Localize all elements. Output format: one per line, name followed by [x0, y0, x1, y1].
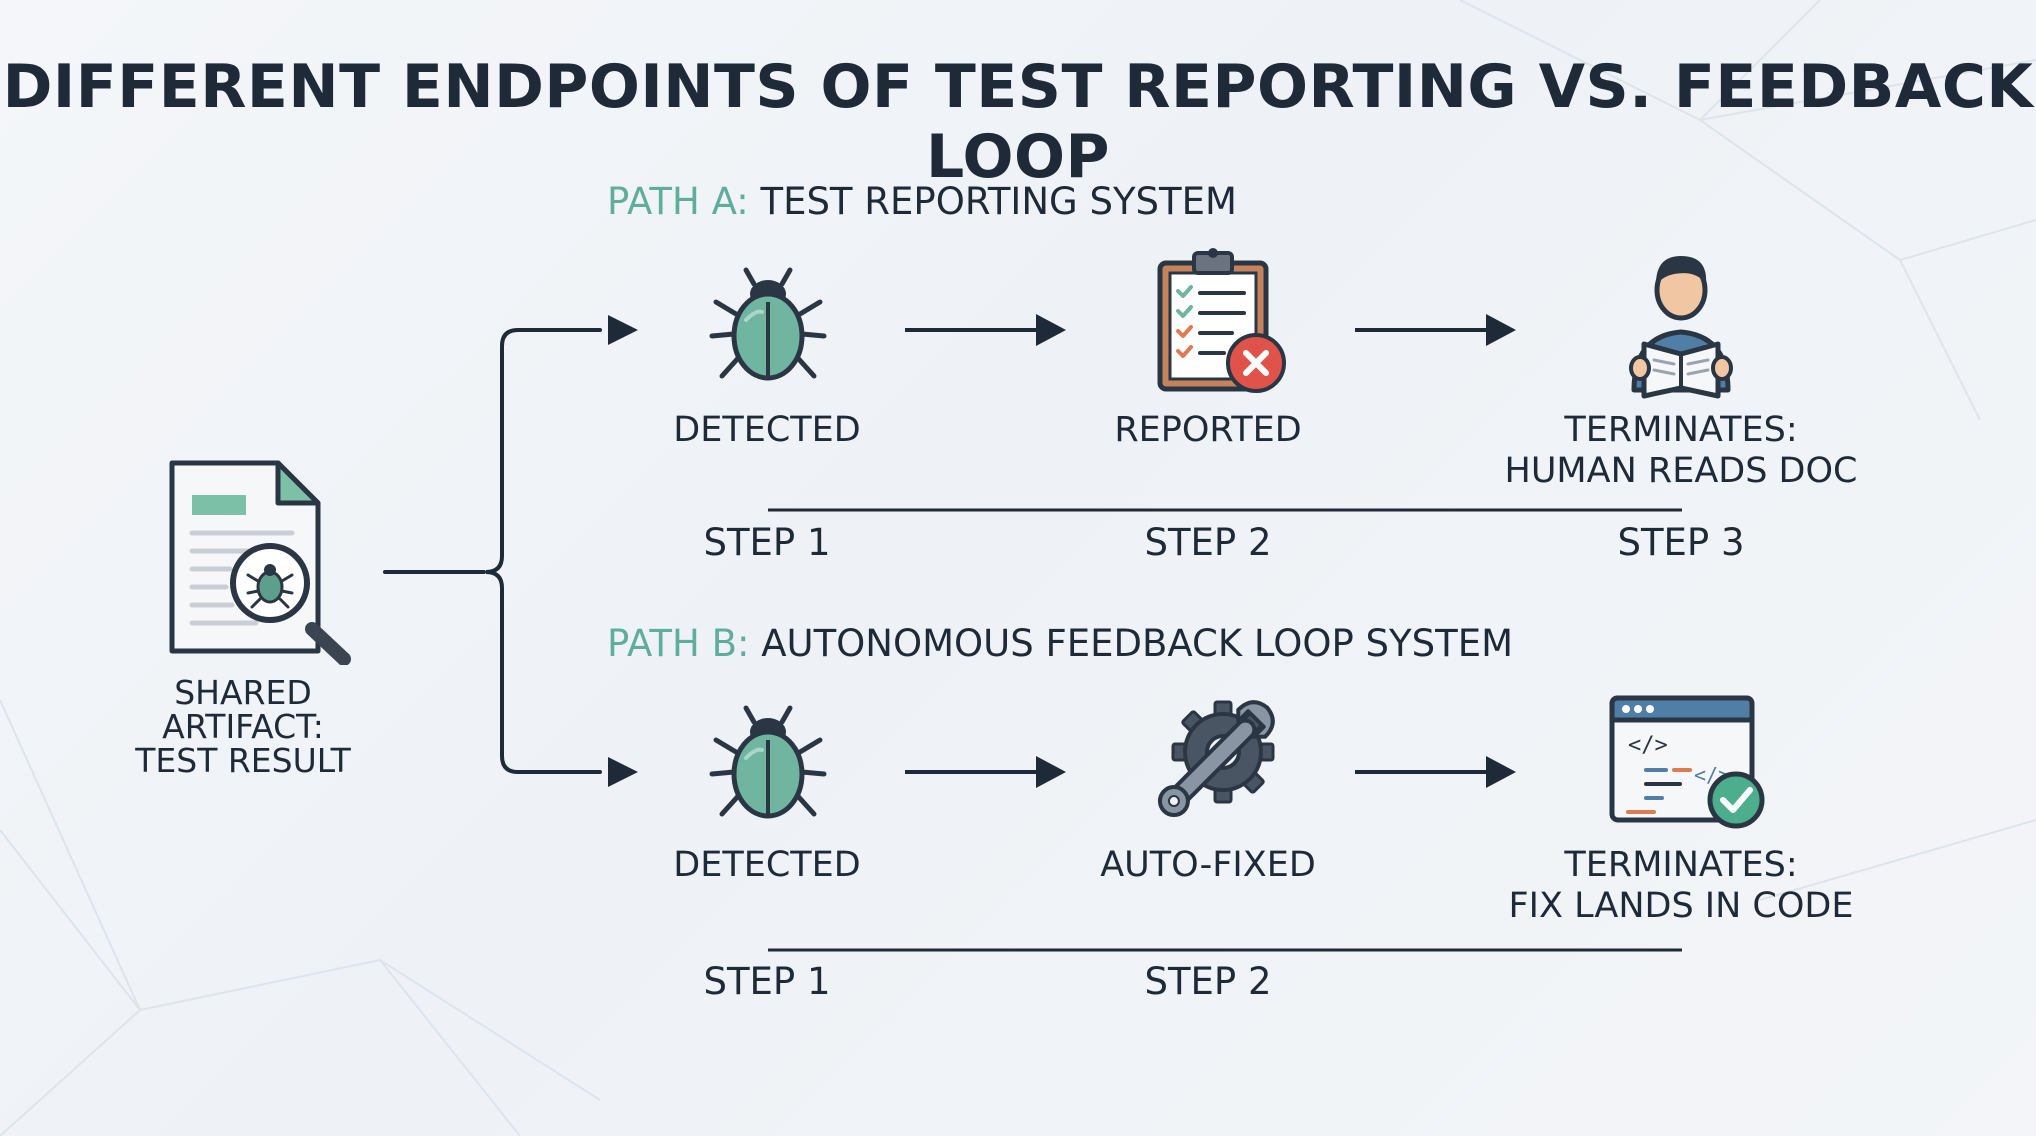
- path-a-node3-line1: TERMINATES:: [1564, 410, 1798, 450]
- path-a-node3-label: TERMINATES: HUMAN READS DOC: [1505, 410, 1858, 492]
- path-b-heading: PATH B: AUTONOMOUS FEEDBACK LOOP SYSTEM: [607, 622, 1513, 665]
- path-b-node2-label: AUTO-FIXED: [1100, 845, 1316, 885]
- path-a-title: TEST REPORTING SYSTEM: [760, 180, 1237, 223]
- shared-artifact-line2: ARTIFACT:: [162, 707, 324, 746]
- bug-icon: [709, 267, 827, 381]
- path-a-step2: STEP 2: [1144, 521, 1272, 564]
- path-a-node2-label: REPORTED: [1114, 410, 1302, 450]
- branch-fork: [485, 328, 602, 774]
- path-b-step1: STEP 1: [703, 960, 831, 1003]
- arrow-to-path-b: [608, 757, 638, 787]
- wrench-gear-icon: [1157, 700, 1275, 818]
- arrow-to-path-a: [608, 315, 638, 345]
- path-a-prefix: PATH A:: [607, 180, 749, 223]
- code-window-check-icon: </> </>: [1609, 695, 1765, 829]
- path-a-step3: STEP 3: [1617, 521, 1745, 564]
- path-a-node1-label: DETECTED: [673, 410, 861, 450]
- document-bug-magnifier-icon: [169, 460, 351, 665]
- path-b-step2: STEP 2: [1144, 960, 1272, 1003]
- path-b-node3-line1: TERMINATES:: [1564, 845, 1798, 885]
- path-a-node3-line2: HUMAN READS DOC: [1504, 451, 1858, 491]
- shared-artifact-line1: SHARED: [174, 673, 312, 712]
- path-a-heading: PATH A: TEST REPORTING SYSTEM: [607, 180, 1237, 223]
- shared-artifact-label: SHARED ARTIFACT: TEST RESULT: [135, 676, 350, 778]
- path-b-node1-label: DETECTED: [673, 845, 861, 885]
- path-b-node3-label: TERMINATES: FIX LANDS IN CODE: [1509, 845, 1854, 927]
- path-b-node3-line2: FIX LANDS IN CODE: [1508, 886, 1854, 926]
- bug-icon: [709, 705, 827, 819]
- path-a-step1: STEP 1: [703, 521, 831, 564]
- shared-artifact-line3: TEST RESULT: [135, 741, 351, 780]
- person-reading-icon: [1629, 256, 1733, 399]
- path-b-title: AUTONOMOUS FEEDBACK LOOP SYSTEM: [761, 622, 1514, 665]
- clipboard-error-icon: [1157, 248, 1286, 393]
- svg-text:</>: </>: [1628, 733, 1668, 758]
- path-b-prefix: PATH B:: [607, 622, 750, 665]
- diagram-title: DIFFERENT ENDPOINTS OF TEST REPORTING VS…: [2, 52, 2034, 192]
